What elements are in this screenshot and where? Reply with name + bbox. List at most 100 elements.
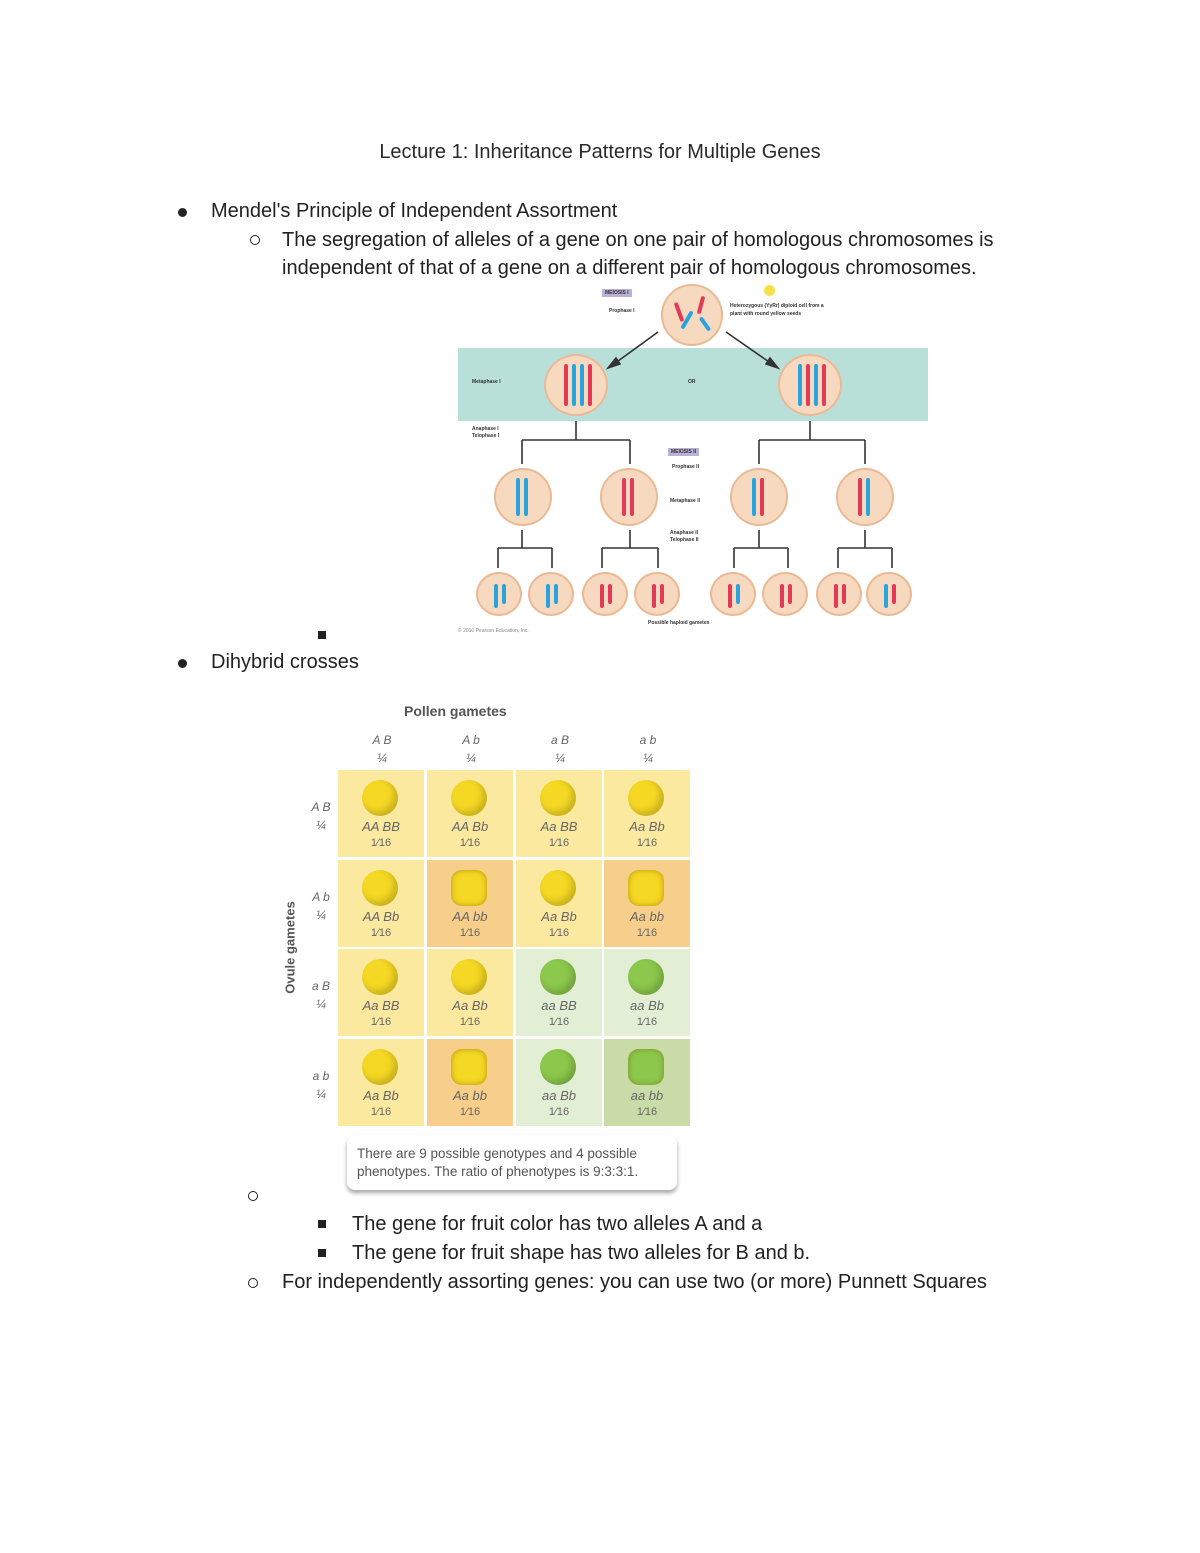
pollen-fraction: ¼ xyxy=(642,751,653,765)
metaphase-2-cell xyxy=(494,468,552,526)
genotype-label: Aa BB xyxy=(540,819,578,834)
genotype-fraction: 1⁄16 xyxy=(459,1106,481,1118)
metaphase-1-cell-left xyxy=(544,354,608,416)
genotype-label: Aa bb xyxy=(630,909,664,924)
bullet-square xyxy=(318,1249,326,1257)
metaphase-2-cell xyxy=(730,468,788,526)
gamete-cell xyxy=(582,572,628,616)
page-title: Lecture 1: Inheritance Patterns for Mult… xyxy=(379,141,821,163)
pollen-fraction: ¼ xyxy=(376,751,387,765)
chromosome xyxy=(814,364,818,406)
genotype-fraction: 1⁄16 xyxy=(370,837,392,849)
copyright: © 2010 Pearson Education, Inc. xyxy=(458,628,529,634)
ovule-allele: A b xyxy=(312,890,330,904)
chromosome xyxy=(494,584,498,608)
genotype-label: Aa Bb xyxy=(629,819,665,834)
chromosome xyxy=(728,584,732,608)
chromosome xyxy=(588,364,592,406)
chromosome xyxy=(524,478,528,516)
phenotype-note: There are 9 possible genotypes and 4 pos… xyxy=(347,1135,677,1190)
round-seed-icon xyxy=(540,780,576,816)
ovule-fraction: ¼ xyxy=(315,908,326,922)
pollen-gametes-title: Pollen gametes xyxy=(404,703,507,719)
sub-bullet-segregation-line2: independent of that of a gene on a diffe… xyxy=(282,257,977,279)
metaphase-2-label: Metaphase II xyxy=(670,498,701,504)
wrinkled-seed-icon xyxy=(628,1049,664,1085)
heterozygous-note: Heterozygous (YyRr) diploid cell from a … xyxy=(730,303,824,317)
chromosome xyxy=(608,584,612,604)
chromosome xyxy=(842,584,846,604)
ovule-fraction: ¼ xyxy=(315,818,326,832)
anaphase-2-label: Anaphase II Telophase II xyxy=(670,530,699,543)
bullet-circle xyxy=(248,1278,258,1288)
genotype-label: AA Bb xyxy=(362,909,400,924)
round-seed-icon xyxy=(540,1049,576,1085)
genotype-label: Aa BB xyxy=(362,998,400,1013)
wrinkled-seed-icon xyxy=(628,870,664,906)
round-seed-icon xyxy=(362,870,398,906)
bullet-square xyxy=(318,631,326,639)
bullet-circle xyxy=(248,1191,258,1201)
metaphase-2-cell xyxy=(836,468,894,526)
ovule-fraction: ¼ xyxy=(315,997,326,1011)
genotype-fraction: 1⁄16 xyxy=(459,1016,481,1028)
metaphase-1-cell-right xyxy=(778,354,842,416)
genotype-label: Aa Bb xyxy=(363,1088,399,1103)
chromosome xyxy=(780,584,784,608)
chromosome xyxy=(806,364,810,406)
round-seed-icon xyxy=(628,780,664,816)
gamete-cell xyxy=(710,572,756,616)
gamete-cell xyxy=(866,572,912,616)
sub-bullet-segregation-line1: The segregation of alleles of a gene on … xyxy=(282,229,994,251)
chromosome xyxy=(660,584,664,604)
ovule-allele: a B xyxy=(311,979,330,993)
bullet-disc xyxy=(178,208,187,217)
genotype-fraction: 1⁄16 xyxy=(548,1106,570,1118)
genotype-fraction: 1⁄16 xyxy=(636,1106,658,1118)
chromosome xyxy=(858,478,862,516)
genotype-fraction: 1⁄16 xyxy=(370,1016,392,1028)
chromosome xyxy=(516,478,520,516)
round-seed-icon xyxy=(362,1049,398,1085)
chromosome xyxy=(752,478,756,516)
chromosome xyxy=(884,584,888,608)
genotype-fraction: 1⁄16 xyxy=(548,837,570,849)
chromosome xyxy=(892,584,896,604)
ovule-gametes-title: Ovule gametes xyxy=(280,895,300,1005)
meiosis-1-label: MEIOSIS I xyxy=(602,289,632,297)
chromosome xyxy=(554,584,558,604)
ovule-gametes-text: Ovule gametes xyxy=(282,901,298,994)
prophase-2-label: Prophase II xyxy=(672,464,699,470)
round-seed-icon xyxy=(451,780,487,816)
punnett-cell: Aa BB 1⁄16 xyxy=(516,770,602,857)
chromosome xyxy=(798,364,802,406)
chromosome xyxy=(502,584,506,604)
chromosome xyxy=(822,364,826,406)
chromosome xyxy=(866,478,870,516)
genotype-label: AA bb xyxy=(452,909,488,924)
chromosome xyxy=(834,584,838,608)
chromosome xyxy=(630,478,634,516)
gamete-cell xyxy=(528,572,574,616)
meiosis-2-label: MEIOSIS II xyxy=(668,448,700,456)
genotype-fraction: 1⁄16 xyxy=(370,927,392,939)
possible-gametes-label: Possible haploid gametes xyxy=(648,620,710,626)
prophase-cell xyxy=(661,284,723,346)
genotype-fraction: 1⁄16 xyxy=(548,1016,570,1028)
chromosome xyxy=(736,584,740,604)
square-fruit-shape: The gene for fruit shape has two alleles… xyxy=(352,1242,811,1264)
pollen-allele: A B xyxy=(372,733,392,747)
pollen-allele: A b xyxy=(462,733,480,747)
anaphase-1-label: Anaphase I Telophase I xyxy=(472,426,500,439)
meiosis-arrows xyxy=(497,331,893,568)
gamete-cell xyxy=(634,572,680,616)
wrinkled-seed-icon xyxy=(451,1049,487,1085)
